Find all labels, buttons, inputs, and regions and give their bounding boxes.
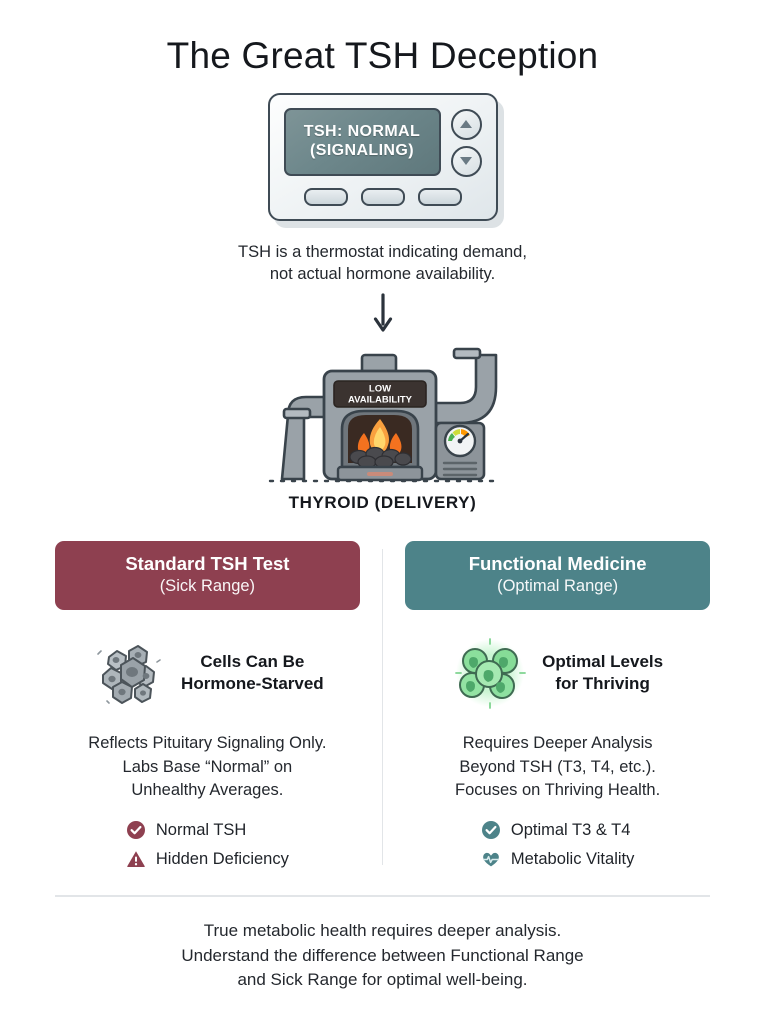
furnace-right-pipe: [432, 347, 497, 425]
list-item-label: Metabolic Vitality: [510, 849, 635, 868]
thermostat-pill-button-1[interactable]: [303, 187, 348, 206]
panel-header-standard-sub: (Sick Range): [159, 576, 256, 595]
functional-icon-heading: Optimal Levels for Thriving: [542, 651, 663, 695]
panel-header-functional-sub: (Optimal Range): [497, 576, 619, 595]
furnace-display-line-1: LOW: [368, 384, 390, 395]
gray-cell-cluster-icon: [97, 645, 161, 705]
standard-body-line-2: Labs Base “Normal” on: [122, 757, 293, 776]
thermostat-pill-button-2[interactable]: [360, 187, 405, 206]
footer-line-1: True metabolic health requires deeper an…: [203, 920, 562, 940]
column-divider: [381, 549, 384, 866]
list-item-label: Normal TSH: [155, 820, 247, 839]
furnace-vent-lines: [442, 462, 477, 477]
triangle-down-icon: [460, 157, 472, 166]
furnace-coals: [348, 447, 412, 469]
thermostat-down-button[interactable]: [450, 145, 482, 177]
furnace-label: THYROID (DELIVERY): [288, 493, 477, 513]
green-cell-cluster-icon: [455, 638, 527, 710]
caption-line-1: TSH is a thermostat indicating demand,: [238, 242, 527, 261]
furnace-graphic: LOW AVAILABILITY: [268, 347, 497, 483]
comparison-columns: Standard TSH Test (Sick Range): [0, 541, 765, 869]
list-item: Metabolic Vitality: [481, 849, 635, 869]
thermostat-up-button[interactable]: [450, 108, 482, 140]
standard-body-text: Reflects Pituitary Signaling Only. Labs …: [88, 732, 326, 802]
thermostat-upper-section: TSH: NORMAL (SIGNALING): [283, 107, 482, 177]
thermostat-button-row: [284, 187, 482, 206]
standard-body-line-1: Reflects Pituitary Signaling Only.: [88, 734, 327, 753]
list-item-label: Hidden Deficiency: [155, 849, 289, 868]
caption-line-2: not actual hormone availability.: [269, 264, 496, 283]
thermostat-device: TSH: NORMAL (SIGNALING): [267, 92, 498, 221]
thermostat-button-column: [450, 108, 482, 177]
column-functional-medicine: Functional Medicine (Optimal Range): [383, 541, 710, 869]
functional-icon-heading-line-1: Optimal Levels: [542, 652, 664, 672]
standard-body-line-3: Unhealthy Averages.: [131, 781, 284, 800]
lcd-line-1: TSH: NORMAL: [303, 123, 421, 141]
furnace-illustration: LOW AVAILABILITY: [0, 337, 765, 487]
furnace-flame-icon: [357, 419, 401, 457]
list-item: Normal TSH: [126, 820, 246, 840]
list-item: Optimal T3 & T4: [481, 820, 631, 840]
standard-icon-row: Cells Can Be Hormone-Starved: [91, 636, 324, 710]
thermostat-pill-button-3[interactable]: [417, 187, 462, 206]
standard-icon-heading-line-2: Hormone-Starved: [181, 674, 324, 694]
functional-icon-heading-line-2: for Thriving: [555, 674, 650, 694]
list-item: Hidden Deficiency: [126, 849, 289, 869]
panel-header-standard-title: Standard TSH Test: [125, 553, 290, 575]
footer-text: True metabolic health requires deeper an…: [0, 919, 765, 993]
functional-body-line-3: Focuses on Thriving Health.: [455, 781, 661, 800]
arrow-container: [0, 293, 765, 335]
functional-body-text: Requires Deeper Analysis Beyond TSH (T3,…: [455, 732, 660, 802]
standard-icon-heading-line-1: Cells Can Be: [200, 652, 305, 672]
footer-line-3: and Sick Range for optimal well-being.: [237, 970, 528, 990]
list-item-label: Optimal T3 & T4: [510, 820, 631, 839]
heart-pulse-icon: [482, 853, 500, 867]
functional-icon-row: Optimal Levels for Thriving: [452, 636, 663, 710]
thermostat-caption: TSH is a thermostat indicating demand, n…: [0, 241, 765, 286]
standard-icon-heading: Cells Can Be Hormone-Starved: [181, 651, 324, 695]
panel-header-standard: Standard TSH Test (Sick Range): [55, 541, 360, 611]
panel-header-functional: Functional Medicine (Optimal Range): [405, 541, 710, 611]
check-circle-icon: [126, 821, 145, 840]
check-circle-icon: [481, 821, 500, 840]
functional-bullet-list: Optimal T3 & T4 Metabolic Vitality: [481, 820, 635, 869]
column-standard-tsh: Standard TSH Test (Sick Range): [55, 541, 382, 869]
thermostat-lcd-screen: TSH: NORMAL (SIGNALING): [283, 107, 441, 176]
footer-line-2: Understand the difference between Functi…: [181, 945, 584, 965]
warning-triangle-icon: [127, 851, 145, 868]
furnace-display: [332, 380, 427, 409]
functional-body-line-2: Beyond TSH (T3, T4, etc.).: [459, 757, 656, 776]
footer-divider: [55, 895, 710, 897]
furnace-display-line-2: AVAILABILITY: [347, 395, 412, 406]
standard-bullet-list: Normal TSH Hidden Deficiency: [126, 820, 289, 869]
panel-header-functional-title: Functional Medicine: [468, 553, 647, 575]
triangle-up-icon: [460, 120, 472, 129]
furnace-drawer-handle: [366, 472, 393, 477]
arrow-down-icon: [373, 293, 392, 332]
furnace-left-pipe: [280, 395, 335, 481]
lcd-line-2: (SIGNALING): [310, 141, 414, 159]
page-title: The Great TSH Deception: [166, 35, 599, 76]
thermostat-illustration: TSH: NORMAL (SIGNALING): [0, 92, 765, 221]
functional-body-line-1: Requires Deeper Analysis: [462, 734, 653, 753]
